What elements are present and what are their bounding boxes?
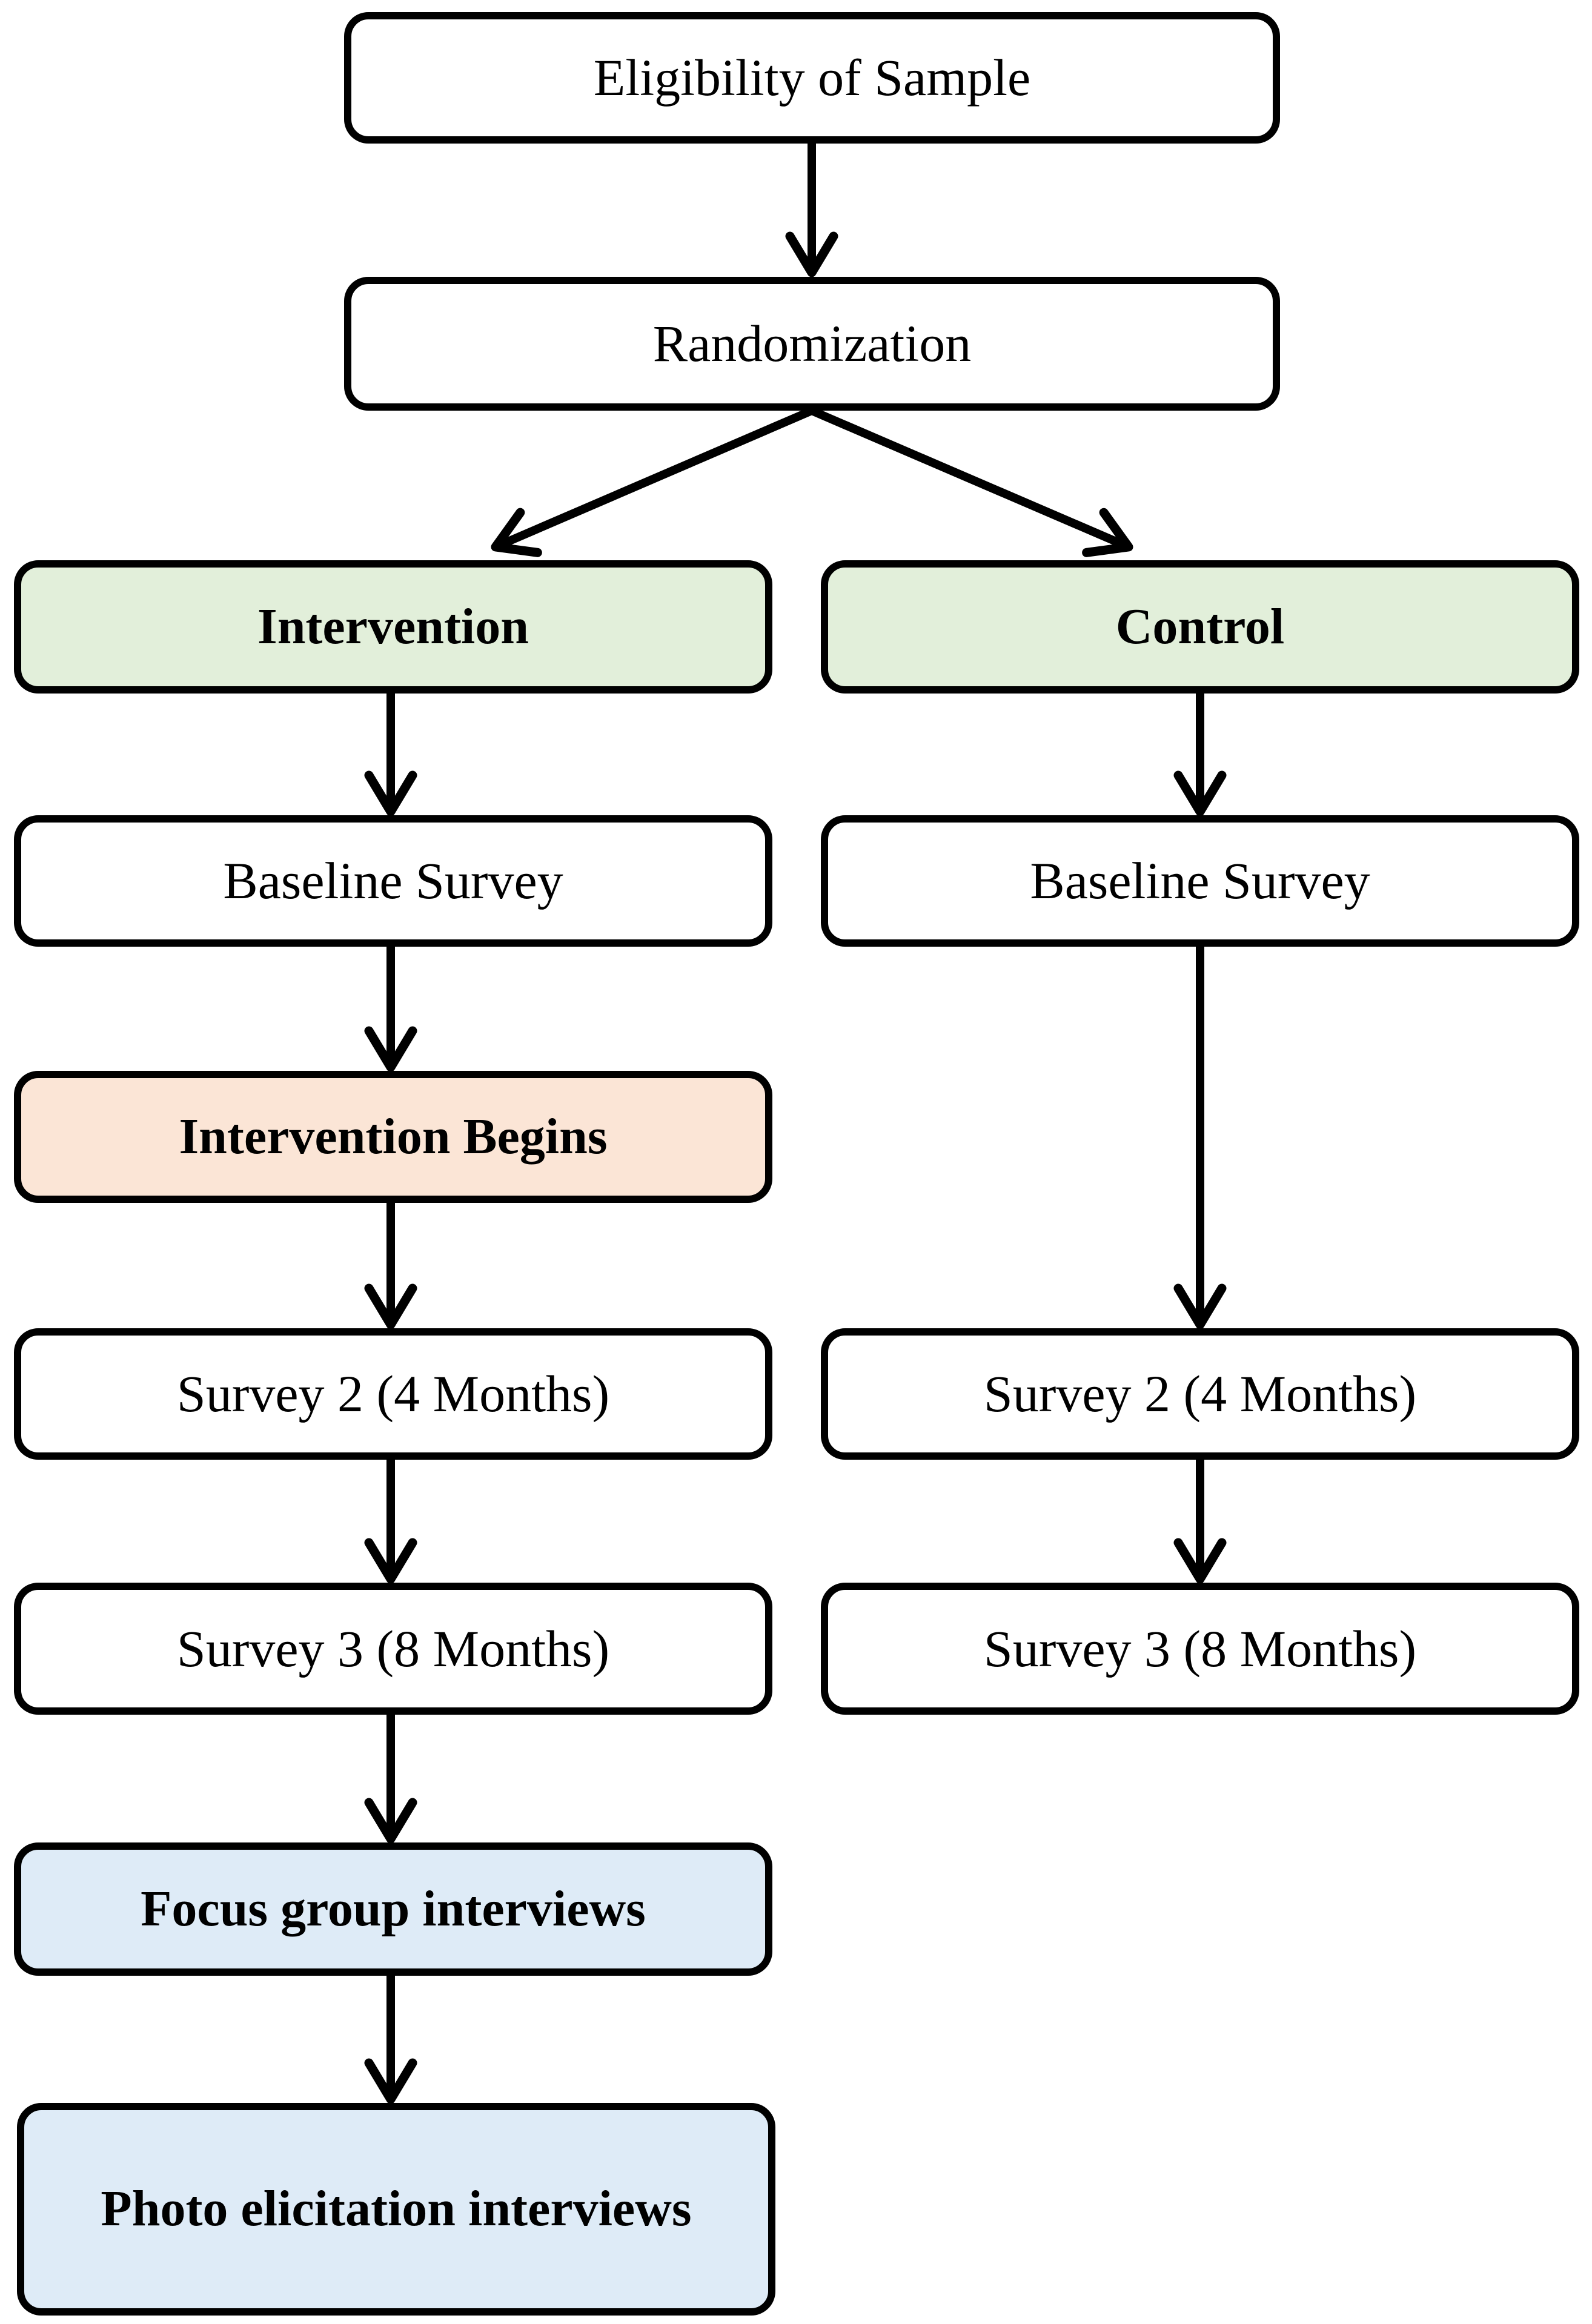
node-survey3-intervention: Survey 3 (8 Months) [14,1583,772,1715]
node-survey2-control: Survey 2 (4 Months) [821,1328,1579,1460]
node-survey2-intervention: Survey 2 (4 Months) [14,1328,772,1460]
node-intervention-begins: Intervention Begins [14,1071,772,1203]
node-label: Eligibility of Sample [593,48,1031,107]
node-focus-group-interviews: Focus group interviews [14,1842,772,1976]
node-label: Survey 3 (8 Months) [983,1619,1417,1678]
node-label: Control [1115,598,1285,655]
node-label: Photo elicitation interviews [101,2180,692,2237]
node-label: Survey 3 (8 Months) [176,1619,610,1678]
edge-randomization-control [810,406,1133,557]
node-label: Survey 2 (4 Months) [176,1365,610,1423]
node-label: Survey 2 (4 Months) [983,1365,1417,1423]
node-eligibility-of-sample: Eligibility of Sample [344,12,1280,144]
node-label: Intervention Begins [179,1108,608,1165]
node-intervention: Intervention [14,560,772,694]
node-label: Randomization [652,314,972,373]
node-survey3-control: Survey 3 (8 Months) [821,1583,1579,1715]
node-control: Control [821,560,1579,694]
node-randomization: Randomization [344,277,1280,411]
node-label: Baseline Survey [1030,852,1370,910]
node-label: Baseline Survey [223,852,563,910]
node-label: Intervention [257,598,529,655]
node-label: Focus group interviews [141,1880,646,1937]
node-baseline-survey-control: Baseline Survey [821,815,1579,947]
edge-randomization-intervention [491,406,814,557]
node-baseline-survey-intervention: Baseline Survey [14,815,772,947]
node-photo-elicitation-interviews: Photo elicitation interviews [17,2103,775,2316]
